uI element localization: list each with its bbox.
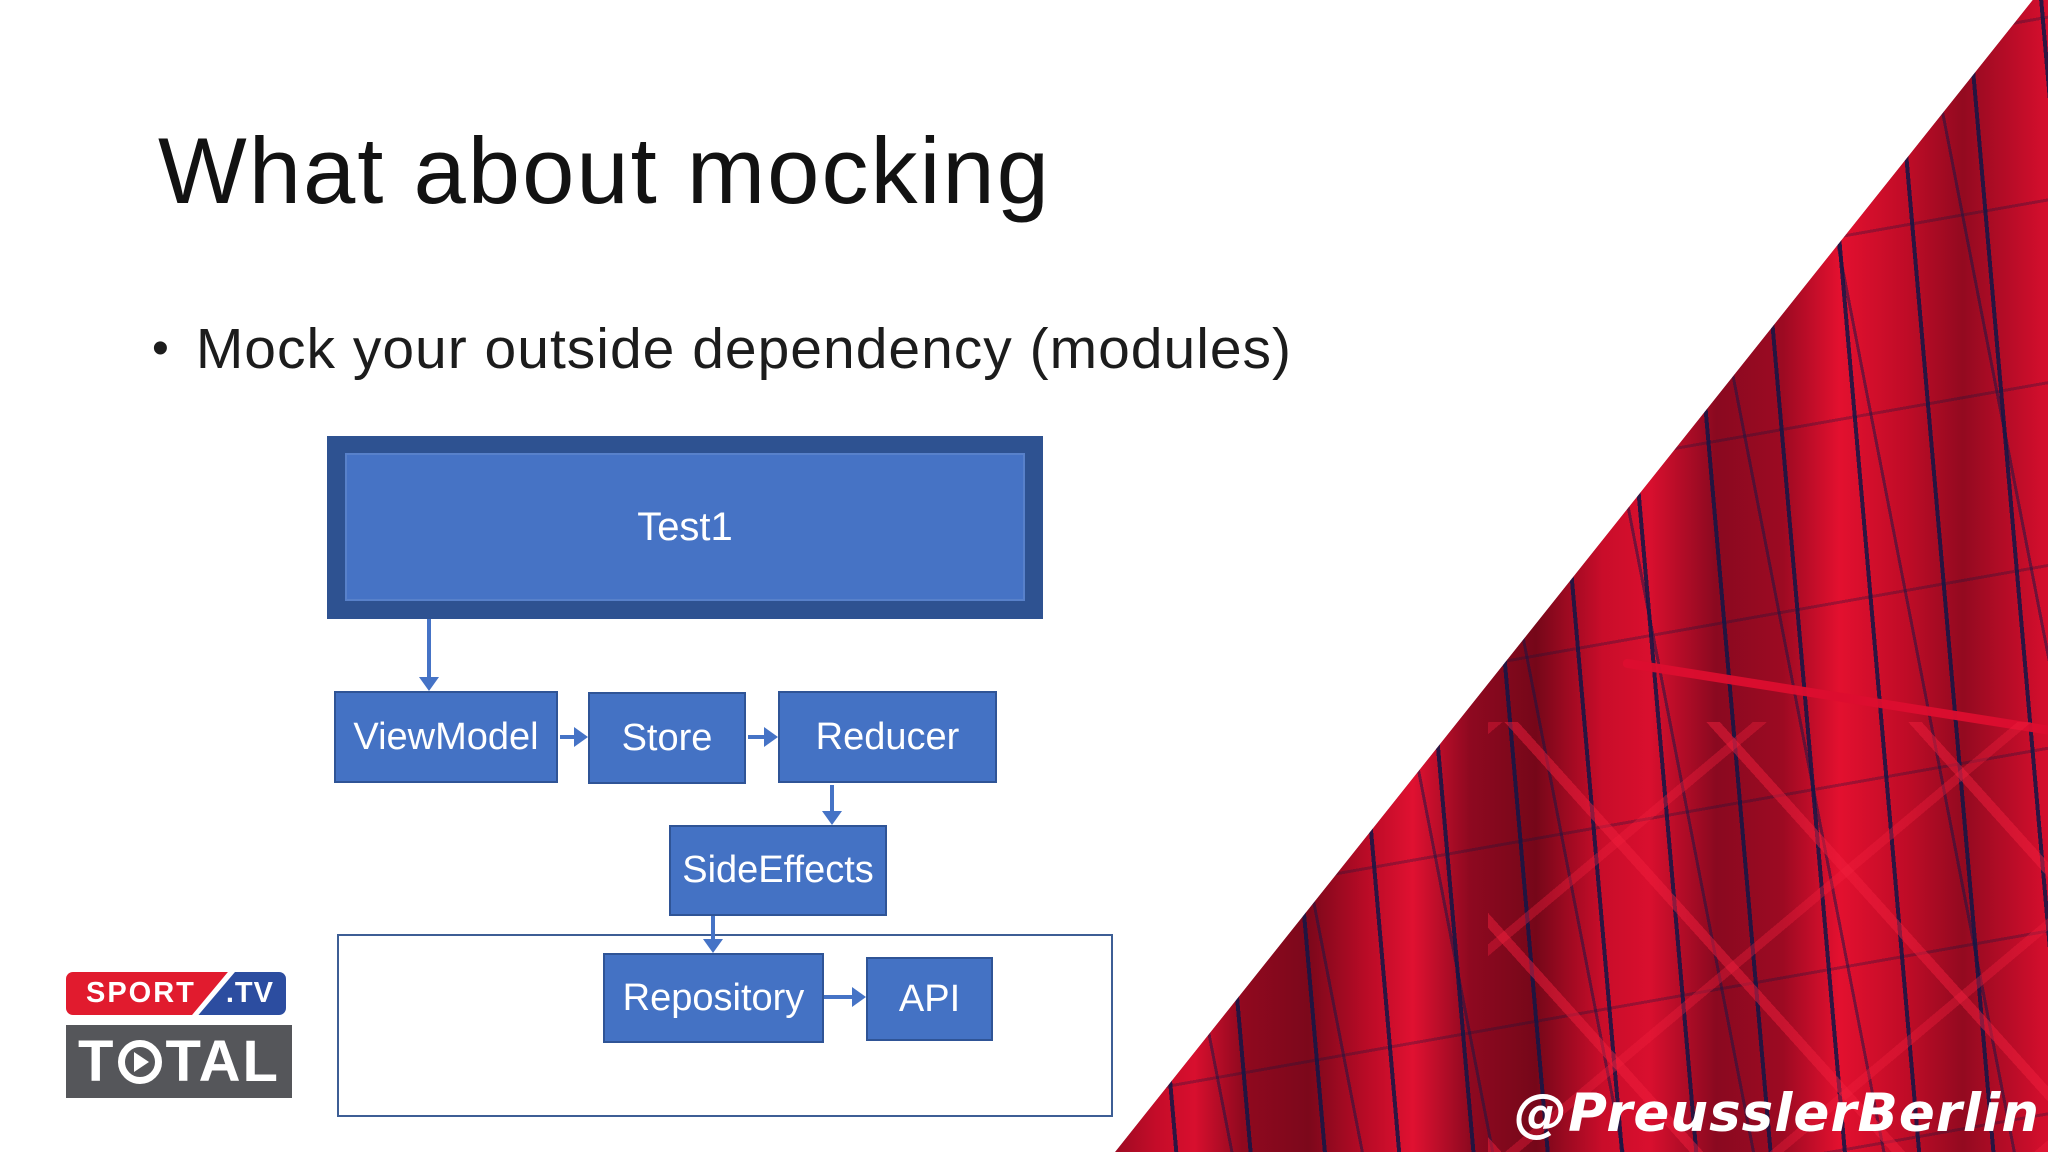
box-api: API bbox=[866, 957, 993, 1041]
test1-frame: Test1 bbox=[327, 436, 1043, 619]
arrow-sideeffects-to-repository bbox=[711, 916, 715, 939]
box-repository: Repository bbox=[603, 953, 824, 1043]
arrow-test1-to-viewmodel bbox=[427, 619, 431, 677]
arrow-reducer-to-sideeffects bbox=[830, 785, 834, 811]
page-title: What about mocking bbox=[158, 118, 1051, 223]
arrow-repository-to-api bbox=[824, 995, 852, 999]
play-icon bbox=[118, 1039, 163, 1084]
box-test1: Test1 bbox=[345, 453, 1025, 601]
bullet-item: • Mock your outside dependency (modules) bbox=[152, 316, 1292, 382]
logo-total-letters-tal: TAL bbox=[165, 1029, 280, 1094]
arrow-store-to-reducer bbox=[748, 735, 764, 739]
box-store: Store bbox=[588, 692, 746, 784]
arrow-viewmodel-to-store bbox=[560, 735, 574, 739]
sporttotal-logo-top: SPORT .TV bbox=[66, 972, 286, 1015]
bullet-marker: • bbox=[152, 322, 170, 375]
bullet-text: Mock your outside dependency (modules) bbox=[195, 317, 1293, 381]
box-sideeffects: SideEffects bbox=[669, 825, 887, 916]
logo-total-letter-t: T bbox=[78, 1029, 116, 1094]
twitter-handle: @PreusslerBerlin bbox=[1514, 1083, 2040, 1144]
sporttotal-logo-total: T TAL bbox=[66, 1025, 292, 1098]
box-reducer: Reducer bbox=[778, 691, 997, 783]
goal-net-photo bbox=[1115, 0, 2048, 1152]
net-glow-pattern bbox=[1488, 722, 2048, 1152]
box-viewmodel: ViewModel bbox=[334, 691, 558, 783]
